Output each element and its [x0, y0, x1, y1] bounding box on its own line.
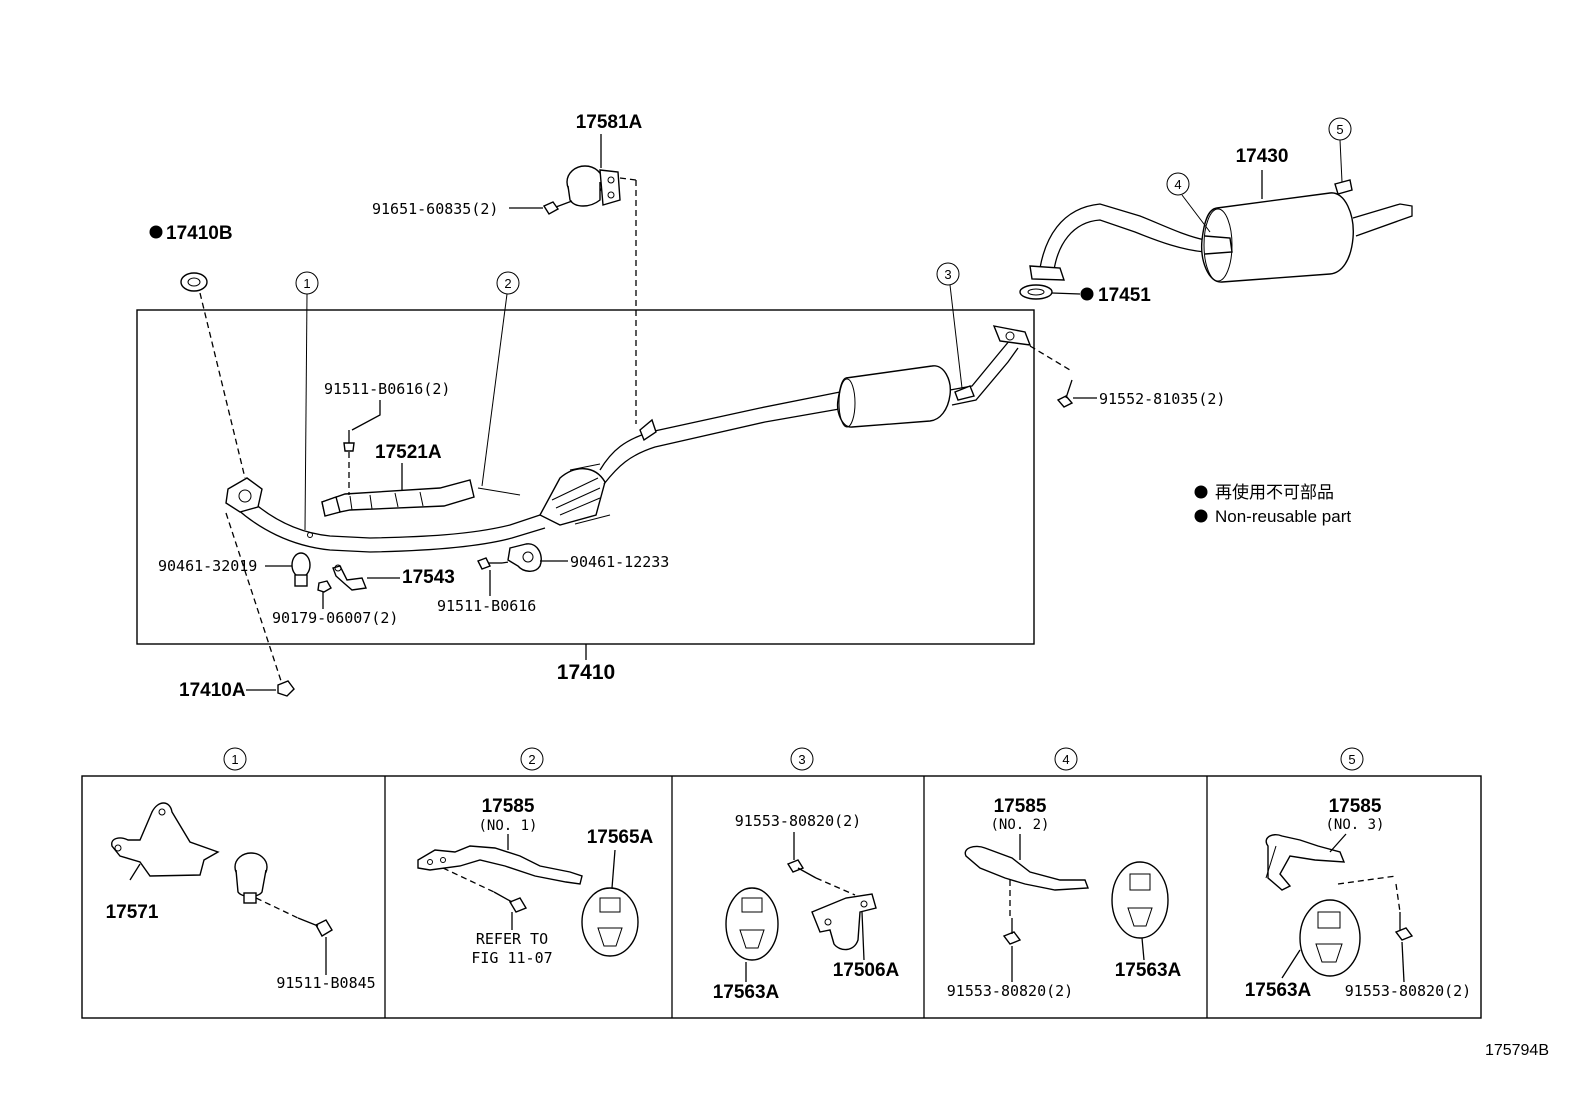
part-label-17410B: 17410B — [166, 223, 233, 244]
part-label-17451: 17451 — [1098, 285, 1151, 306]
bolt-91511-B0616-top-drawing — [343, 430, 355, 452]
detail-5-label-c: 91553-80820(2) — [1345, 982, 1471, 1000]
legend: 再使用不可部品 Non-reusable part — [1194, 482, 1351, 526]
detail-callout-4: 4 — [1054, 747, 1078, 771]
clamp-90461-32019-drawing — [291, 552, 311, 587]
gasket-17451-drawing — [1019, 284, 1053, 300]
detail-4-label-a-sub: (NO. 2) — [990, 817, 1049, 833]
legend-text-en: Non-reusable part — [1215, 507, 1351, 526]
heat-insulator-drawing — [321, 479, 475, 517]
detail-4-label-a: 17585 — [994, 796, 1047, 817]
detail-5-label-b: 17563A — [1245, 980, 1312, 1001]
part-label-90461-32019: 90461-32019 — [158, 557, 257, 575]
detail-1-label-b: 91511-B0845 — [276, 974, 375, 992]
part-label-17430: 17430 — [1236, 146, 1289, 167]
part-label-17581A: 17581A — [576, 112, 643, 133]
svg-text:1: 1 — [231, 752, 238, 767]
detail-4-label-b: 91553-80820(2) — [947, 982, 1073, 1000]
gasket-17410B-drawing — [180, 272, 208, 292]
hanger-bracket-17581A-drawing — [566, 165, 621, 207]
detail-5-label-a-sub: (NO. 3) — [1325, 817, 1384, 833]
svg-text:3: 3 — [798, 752, 805, 767]
detail-3-label-c: 17506A — [833, 960, 900, 981]
detail-4-drawing — [964, 845, 1169, 945]
svg-text:5: 5 — [1348, 752, 1355, 767]
callout-2: 2 — [477, 271, 521, 496]
part-label-90461-12233: 90461-12233 — [570, 553, 669, 571]
part-label-91511-B0616: 91511-B0616 — [437, 597, 536, 615]
detail-callout-5: 5 — [1340, 747, 1364, 771]
main-muffler-drawing — [1029, 179, 1413, 283]
non-reusable-dot-17451 — [1080, 287, 1094, 301]
detail-callout-3: 3 — [790, 747, 814, 771]
part-label-91651-60835: 91651-60835(2) — [372, 200, 498, 218]
callout-1: 1 — [295, 271, 319, 531]
detail-4-label-c: 17563A — [1115, 960, 1182, 981]
bracket-17543-drawing — [332, 564, 367, 591]
center-pipe-drawing — [599, 391, 846, 485]
front-pipe-drawing — [225, 477, 546, 553]
bolt-91651-drawing — [542, 200, 573, 215]
nut-90179-drawing — [317, 580, 332, 593]
part-label-17543: 17543 — [402, 567, 455, 588]
detail-5-drawing — [1265, 834, 1414, 977]
detail-2-note-1: REFER TO — [476, 930, 548, 948]
detail-panel: 1 2 3 4 5 17571 — [81, 747, 1482, 1019]
detail-2-label-a-sub: (NO. 1) — [478, 818, 537, 834]
bolt-91511-B0616-lower-drawing — [477, 557, 502, 570]
svg-text:3: 3 — [944, 267, 951, 282]
detail-2-label-a: 17585 — [482, 796, 535, 817]
detail-2-label-b: 17565A — [587, 827, 654, 848]
svg-text:4: 4 — [1062, 752, 1069, 767]
part-label-17410: 17410 — [557, 661, 615, 684]
detail-2-note-2: FIG 11-07 — [471, 949, 552, 967]
figure-id: 175794B — [1485, 1042, 1549, 1059]
legend-dot-jp — [1194, 485, 1208, 499]
nut-17410A-drawing — [277, 680, 295, 697]
part-label-17410A: 17410A — [179, 680, 246, 701]
non-reusable-dot-17410B — [149, 225, 163, 239]
svg-text:2: 2 — [528, 752, 535, 767]
detail-callout-1: 1 — [223, 747, 247, 771]
part-label-17521A: 17521A — [375, 442, 442, 463]
bolt-91552-drawing — [1056, 379, 1074, 408]
detail-5-label-a: 17585 — [1329, 796, 1382, 817]
part-label-91552-81035: 91552-81035(2) — [1099, 390, 1225, 408]
detail-2-drawing — [417, 845, 639, 957]
svg-text:4: 4 — [1174, 177, 1181, 192]
sub-muffler-drawing — [836, 325, 1032, 428]
part-label-90179-06007: 90179-06007(2) — [272, 609, 398, 627]
detail-3-label-a: 91553-80820(2) — [735, 812, 861, 830]
callout-5: 5 — [1328, 117, 1352, 183]
callout-4: 4 — [1166, 172, 1211, 233]
legend-text-jp: 再使用不可部品 — [1215, 482, 1334, 502]
clamp-90461-12233-drawing — [507, 543, 542, 572]
svg-text:2: 2 — [504, 276, 511, 291]
detail-1-drawing — [111, 802, 333, 937]
svg-text:5: 5 — [1336, 122, 1343, 137]
part-label-91511-B0616-2: 91511-B0616(2) — [324, 380, 450, 398]
legend-dot-en — [1194, 509, 1208, 523]
callout-3: 3 — [936, 262, 963, 389]
detail-callout-2: 2 — [520, 747, 544, 771]
detail-3-label-b: 17563A — [713, 982, 780, 1003]
svg-text:1: 1 — [303, 276, 310, 291]
detail-3-drawing — [725, 859, 877, 961]
detail-1-label-a: 17571 — [106, 902, 159, 923]
catalytic-converter-drawing — [539, 463, 611, 526]
